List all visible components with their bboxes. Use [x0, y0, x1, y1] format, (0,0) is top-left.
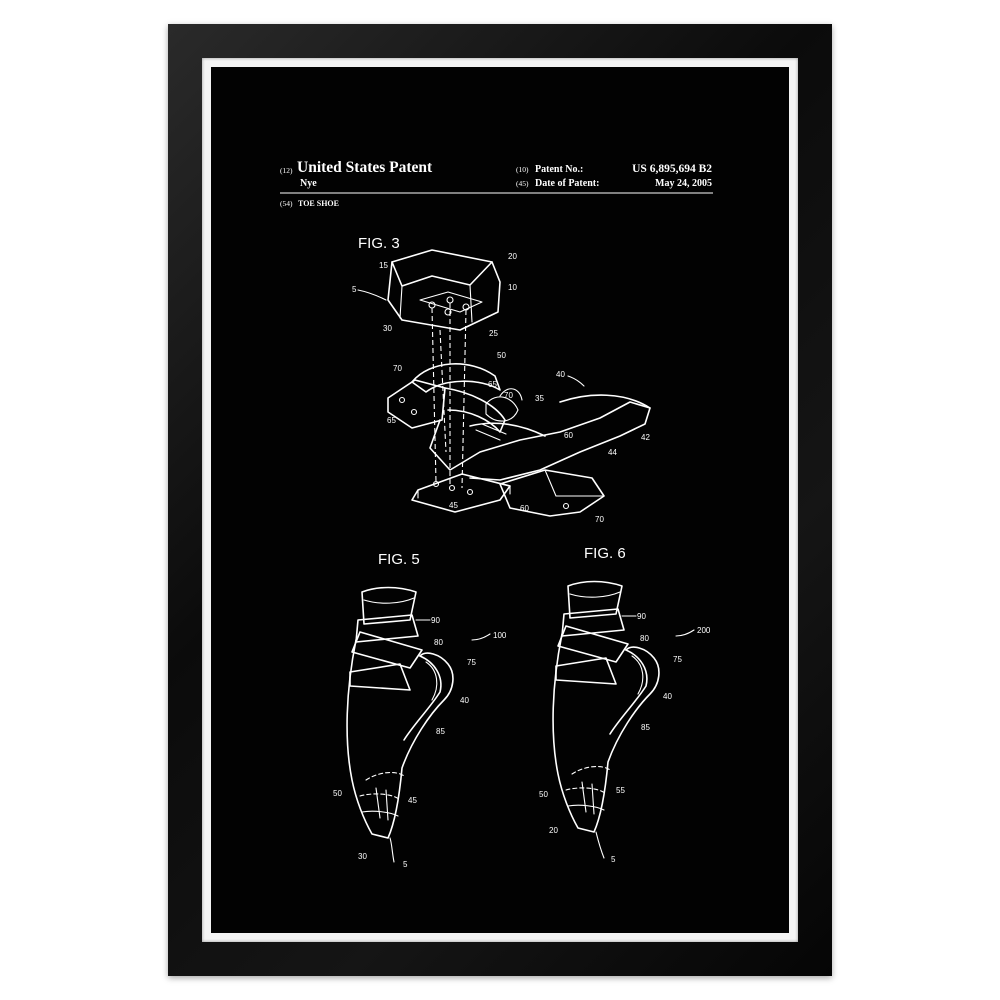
svg-text:65: 65 [488, 380, 497, 389]
svg-text:55: 55 [616, 786, 625, 795]
code-10: (10) [516, 165, 529, 174]
fig3-label: FIG. 3 [358, 235, 400, 252]
fig5-shoe-body [346, 639, 454, 839]
fig3-base-plate [411, 473, 511, 513]
svg-text:40: 40 [460, 696, 469, 705]
patent-number-label: Patent No.: [535, 164, 583, 175]
svg-text:45: 45 [408, 796, 417, 805]
fig3-lower-strap [499, 469, 605, 517]
svg-text:60: 60 [564, 431, 573, 440]
svg-text:20: 20 [508, 252, 517, 261]
svg-text:80: 80 [640, 634, 649, 643]
figure-6: FIG. 6 90 80 200 75 40 85 50 55 20 5 [539, 545, 711, 864]
svg-text:75: 75 [673, 655, 682, 664]
svg-text:75: 75 [467, 658, 476, 667]
svg-text:50: 50 [333, 789, 342, 798]
svg-text:50: 50 [497, 351, 506, 360]
fig6-label: FIG. 6 [584, 545, 626, 562]
svg-text:25: 25 [489, 329, 498, 338]
patent-number: US 6,895,694 B2 [632, 163, 712, 175]
invention-title: TOE SHOE [298, 199, 339, 208]
svg-text:85: 85 [641, 723, 650, 732]
svg-text:10: 10 [508, 283, 517, 292]
svg-text:35: 35 [535, 394, 544, 403]
date-of-patent: May 24, 2005 [655, 178, 712, 189]
svg-text:5: 5 [611, 855, 616, 864]
svg-text:5: 5 [352, 285, 357, 294]
fig3-flap [387, 379, 446, 429]
patent-header: (12) United States Patent Nye (10) Paten… [280, 159, 713, 208]
fig3-shank [429, 401, 651, 481]
svg-text:70: 70 [393, 364, 402, 373]
svg-text:44: 44 [608, 448, 617, 457]
svg-text:60: 60 [520, 504, 529, 513]
fig5-ankle-ribbon [355, 614, 419, 643]
svg-text:42: 42 [641, 433, 650, 442]
figure-5: FIG. 5 90 80 100 75 40 85 50 45 30 5 [333, 551, 507, 869]
date-of-patent-label: Date of Patent: [535, 178, 599, 189]
svg-text:50: 50 [539, 790, 548, 799]
svg-text:65: 65 [387, 416, 396, 425]
svg-text:70: 70 [595, 515, 604, 524]
svg-text:45: 45 [449, 501, 458, 510]
svg-text:85: 85 [436, 727, 445, 736]
svg-text:200: 200 [697, 626, 711, 635]
svg-text:100: 100 [493, 631, 507, 640]
svg-text:15: 15 [379, 261, 388, 270]
fig6-ankle-ribbon [561, 608, 625, 637]
fig6-shoe-body [552, 633, 660, 833]
patent-title: United States Patent [297, 159, 433, 176]
svg-text:40: 40 [556, 370, 565, 379]
svg-text:80: 80 [434, 638, 443, 647]
svg-text:40: 40 [663, 692, 672, 701]
fig3-toe-platform [387, 249, 501, 331]
svg-text:20: 20 [549, 826, 558, 835]
code-54: (54) [280, 199, 293, 208]
svg-text:30: 30 [383, 324, 392, 333]
figure-3: FIG. 3 [352, 235, 651, 524]
svg-text:90: 90 [637, 612, 646, 621]
fig5-label: FIG. 5 [378, 551, 420, 568]
code-12: (12) [280, 166, 293, 175]
svg-text:30: 30 [358, 852, 367, 861]
svg-text:70: 70 [504, 391, 513, 400]
svg-text:5: 5 [403, 860, 408, 869]
inventor-name: Nye [300, 178, 317, 189]
svg-text:90: 90 [431, 616, 440, 625]
code-45: (45) [516, 179, 529, 188]
